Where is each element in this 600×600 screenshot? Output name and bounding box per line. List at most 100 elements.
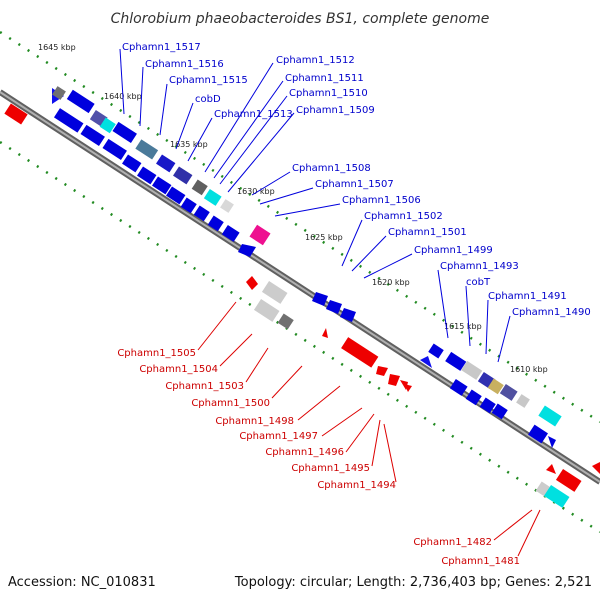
gene-box[interactable]	[528, 424, 548, 444]
gene-arrow[interactable]	[326, 300, 342, 314]
leader-line	[437, 269, 449, 339]
gene-arrow[interactable]	[376, 366, 388, 376]
gene-box[interactable]	[122, 154, 142, 173]
gene-box[interactable]	[538, 405, 562, 427]
gene-label[interactable]: Cphamn1_1497	[239, 431, 318, 442]
gene-arrow[interactable]	[592, 462, 600, 474]
gene-arrow[interactable]	[322, 328, 328, 338]
gene-box[interactable]	[479, 397, 496, 414]
gene-box[interactable]	[465, 389, 482, 406]
leader-line	[271, 365, 303, 399]
leader-line	[345, 413, 375, 453]
forward-leader-lines	[119, 48, 511, 363]
gene-arrow[interactable]	[546, 464, 556, 474]
gene-box[interactable]	[180, 197, 197, 214]
leader-line	[245, 347, 269, 383]
gene-label[interactable]: Cphamn1_1511	[285, 73, 364, 84]
gene-box[interactable]	[102, 138, 127, 161]
gene-label[interactable]: Cphamn1_1498	[215, 416, 294, 427]
gene-box[interactable]	[491, 403, 508, 420]
gene-label[interactable]: Cphamn1_1512	[276, 55, 355, 66]
gene-box[interactable]	[191, 179, 208, 196]
gene-box[interactable]	[499, 383, 518, 401]
gene-label[interactable]: cobD	[195, 94, 221, 105]
gene-box[interactable]	[253, 298, 280, 322]
gene-box[interactable]	[207, 215, 224, 232]
gene-label[interactable]: Cphamn1_1499	[414, 245, 493, 256]
gene-label[interactable]: Cphamn1_1513	[214, 109, 293, 120]
gene-label[interactable]: Cphamn1_1506	[342, 195, 421, 206]
gene-box[interactable]	[135, 139, 159, 160]
reverse-leader-lines	[197, 301, 541, 557]
gene-box[interactable]	[341, 337, 379, 368]
gene-box[interactable]	[555, 468, 582, 492]
gene-arrow[interactable]	[548, 436, 556, 448]
gene-label[interactable]: Cphamn1_1516	[145, 59, 224, 70]
tick-label: 1630 kbp	[237, 187, 275, 196]
gene-box[interactable]	[152, 176, 172, 195]
gene-box[interactable]	[112, 121, 137, 144]
gene-box[interactable]	[220, 199, 234, 213]
gene-box[interactable]	[445, 351, 467, 371]
gene-box[interactable]	[166, 186, 186, 205]
gene-label[interactable]: Cphamn1_1515	[169, 75, 248, 86]
gene-box[interactable]	[428, 343, 444, 359]
gene-box[interactable]	[203, 188, 222, 206]
gene-label[interactable]: Cphamn1_1494	[317, 480, 396, 491]
gene-box[interactable]	[249, 224, 271, 246]
gene-label[interactable]: Cphamn1_1508	[292, 163, 371, 174]
tick-label: 1620 kbp	[372, 278, 410, 287]
gene-box[interactable]	[80, 124, 105, 147]
gene-label[interactable]: Cphamn1_1507	[315, 179, 394, 190]
gene-box[interactable]	[487, 378, 504, 395]
forward-gene-labels: Cphamn1_1517 Cphamn1_1516 Cphamn1_1515 c…	[122, 42, 591, 318]
gene-label[interactable]: Cphamn1_1490	[512, 307, 591, 318]
gene-label[interactable]: Cphamn1_1505	[117, 348, 196, 359]
leader-line	[371, 419, 381, 467]
gene-label[interactable]: Cphamn1_1482	[413, 537, 492, 548]
gene-label[interactable]: Cphamn1_1509	[296, 105, 375, 116]
reverse-genes	[4, 103, 600, 508]
gene-label[interactable]: Cphamn1_1501	[388, 227, 467, 238]
gene-label[interactable]: Cphamn1_1504	[139, 364, 218, 375]
gene-box[interactable]	[52, 86, 66, 100]
gene-label[interactable]: Cphamn1_1496	[265, 447, 344, 458]
gene-box[interactable]	[156, 154, 176, 173]
gene-label[interactable]: Cphamn1_1510	[289, 88, 368, 99]
gene-arrow[interactable]	[312, 292, 328, 306]
gene-arrow[interactable]	[388, 374, 400, 386]
leader-line	[341, 219, 363, 267]
gene-label[interactable]: Cphamn1_1500	[191, 398, 270, 409]
gene-box[interactable]	[543, 484, 570, 508]
gene-arrow[interactable]	[238, 244, 256, 257]
gene-box[interactable]	[66, 89, 95, 114]
gene-box[interactable]	[193, 205, 210, 222]
gene-arrow[interactable]	[340, 308, 356, 322]
gene-box[interactable]	[261, 280, 288, 304]
gene-label[interactable]: Cphamn1_1503	[165, 381, 244, 392]
gene-arrow[interactable]	[404, 384, 412, 392]
gene-box[interactable]	[277, 313, 294, 330]
gene-box[interactable]	[173, 166, 193, 185]
gene-label[interactable]: Cphamn1_1481	[441, 556, 520, 567]
leader-line	[297, 385, 341, 421]
leader-line	[274, 203, 341, 217]
gene-label[interactable]: Cphamn1_1502	[364, 211, 443, 222]
gene-label[interactable]: Cphamn1_1517	[122, 42, 201, 53]
gene-box[interactable]	[4, 103, 28, 125]
gene-label[interactable]: Cphamn1_1495	[291, 463, 370, 474]
gene-arrow[interactable]	[246, 276, 258, 290]
gene-label[interactable]: Cphamn1_1491	[488, 291, 567, 302]
gene-arrow[interactable]	[420, 356, 432, 368]
gene-box[interactable]	[53, 108, 84, 133]
gene-box[interactable]	[137, 166, 157, 185]
gene-label[interactable]: Cphamn1_1493	[440, 261, 519, 272]
leader-line	[119, 48, 125, 115]
gene-box[interactable]	[99, 117, 116, 134]
gene-box[interactable]	[221, 224, 240, 242]
gene-label[interactable]: cobT	[466, 277, 491, 288]
gene-box[interactable]	[449, 378, 468, 396]
leader-line	[383, 423, 397, 483]
gene-box[interactable]	[516, 394, 530, 408]
gene-box[interactable]	[461, 360, 483, 380]
